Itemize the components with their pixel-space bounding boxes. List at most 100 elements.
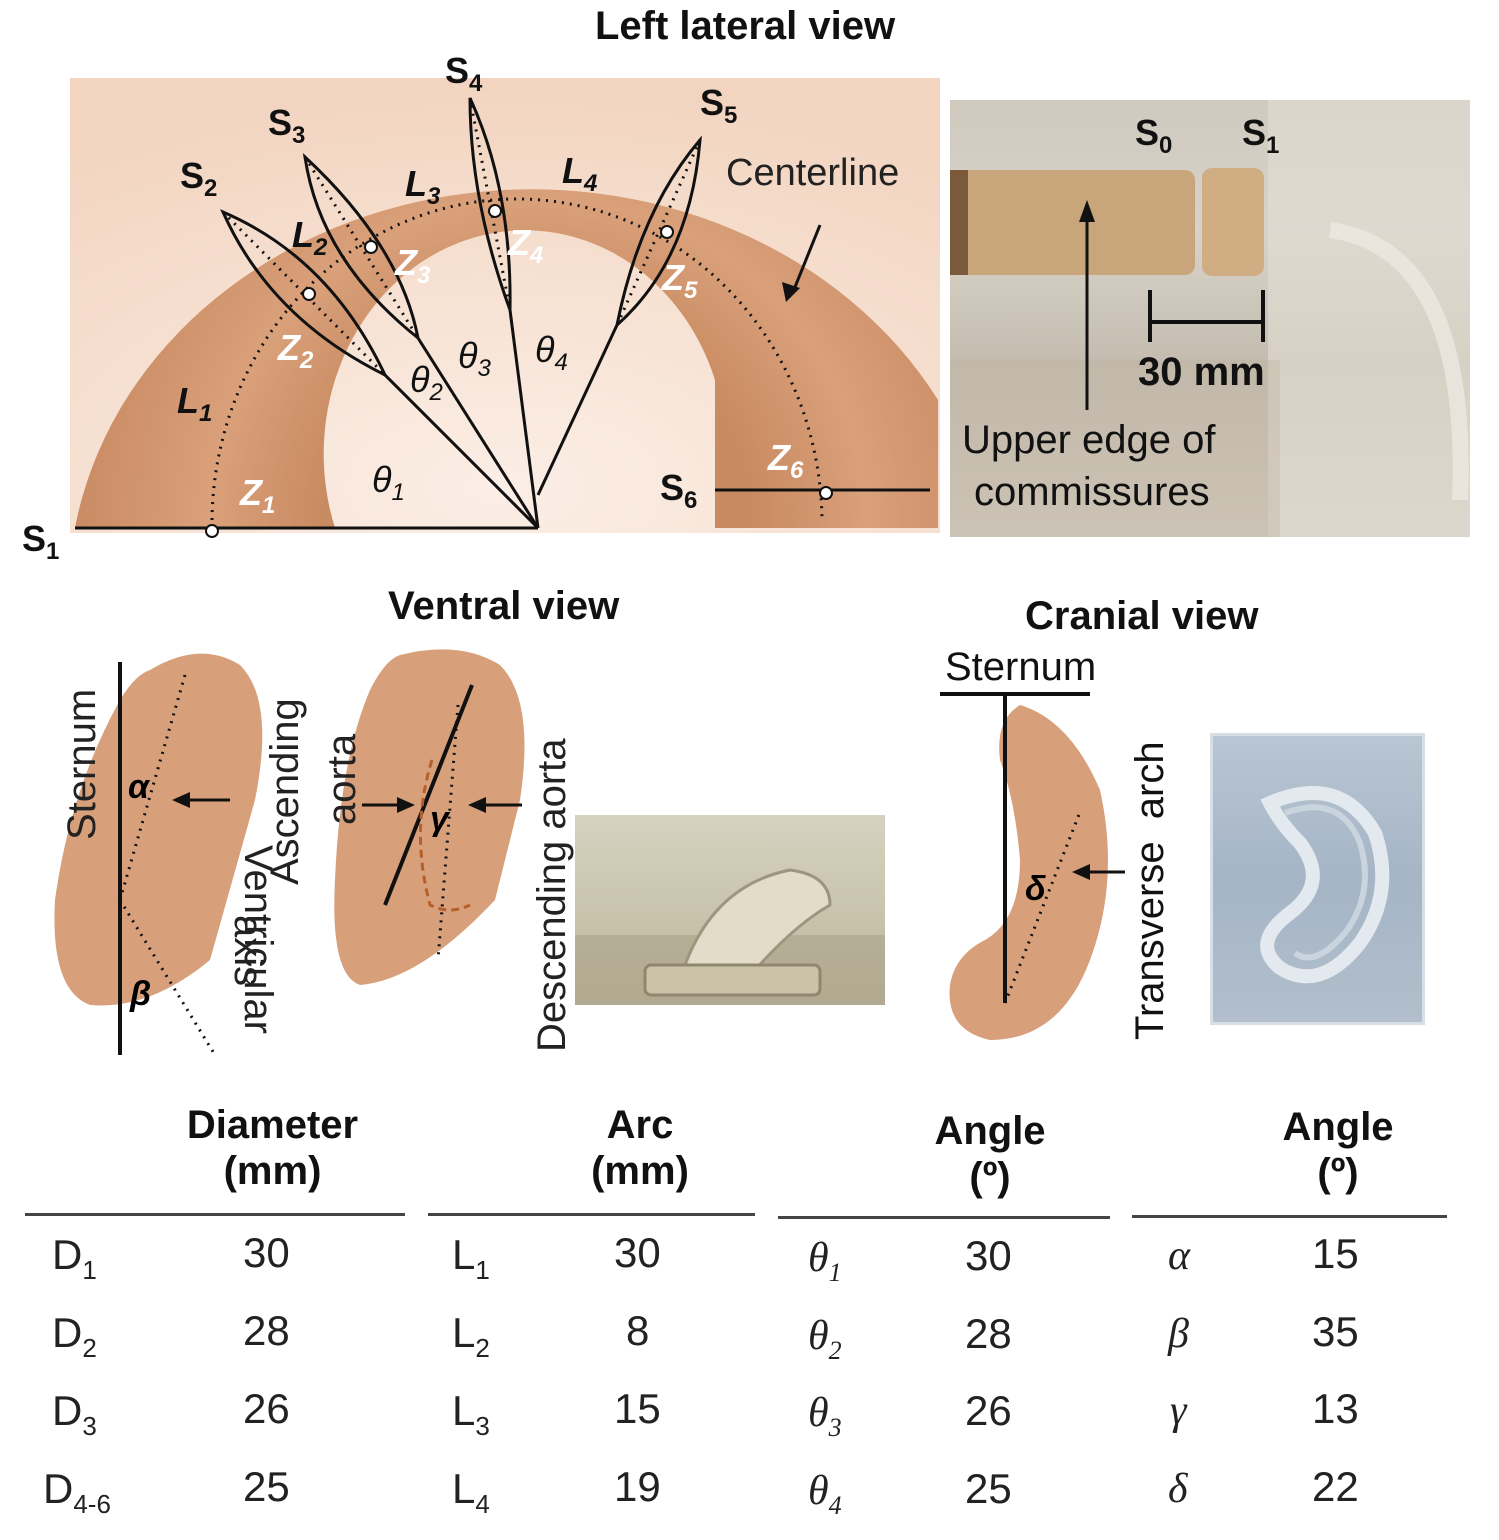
table-row-d3-value: 26 [243,1385,290,1432]
gamma-arrowhead-right [468,797,486,813]
ventral-shape-descending [334,649,525,985]
commissure-arrowhead [1079,200,1095,222]
beta-label: β [129,975,151,1013]
table-row-d1-symbol: D1 [52,1231,97,1286]
header-angle-theta-line1: Angle [934,1109,1046,1153]
axis-label: axis [226,915,270,986]
tube-section-s1 [1202,168,1264,276]
theta-ray-1 [383,373,540,530]
table-row-l2-symbol: L2 [452,1309,490,1364]
table-row-d4-value: 25 [243,1463,290,1510]
cranial-view-diagram: δ [940,692,1125,1040]
label-s1: S1 [22,518,59,565]
gamma-arrowhead-left [397,797,415,813]
ventricular-label: Ventricular [236,845,280,1034]
table-row-theta4-symbol: θ4 [808,1468,842,1520]
base-reflection [950,360,1280,537]
table-row-d4-symbol: D4-6 [43,1465,111,1520]
table-row-l4-symbol: L4 [452,1465,490,1520]
table-row-l1-value: 30 [614,1229,661,1276]
delta-arrowhead [1072,864,1090,880]
theta-ray-4 [536,324,619,496]
table-row-beta-value: 35 [1312,1308,1359,1355]
header-angle-greek-line2: (º) [1317,1151,1359,1195]
point-z1 [205,524,219,538]
table-row-theta1-value: 30 [965,1232,1012,1279]
table-row-gamma-value: 13 [1312,1385,1359,1432]
sternum-label-cranial: Sternum [945,645,1097,689]
lateral-view-diagram: S1 S2 S3 S4 S5 S6 L1 L2 L3 L4 Z1 Z2 Z3 Z… [22,55,940,565]
centerline-label: Centerline [726,152,899,194]
header-angle-theta-line2: (º) [969,1155,1011,1199]
centerline-arrow [791,224,822,293]
descending-outline [418,759,471,912]
table-row-theta3-symbol: θ3 [808,1390,842,1442]
header-arc-line1: Arc [606,1103,674,1147]
parameters-table: Diameter (mm) Arc (mm) Angle (º) Angle (… [0,1100,1499,1540]
cranial-arch-shape [949,705,1108,1040]
tube-end [950,170,968,275]
rule-angle-theta [778,1216,1110,1219]
photo-label-s0: S0S0 [1135,112,1173,160]
point-z4 [488,204,502,218]
table-row-d2-value: 28 [243,1307,290,1354]
point-z5 [660,225,674,239]
alpha-arrowhead [172,792,190,808]
phantom-photo-ventral [575,815,885,1005]
table-row-d3-symbol: D3 [52,1387,97,1442]
alpha-label: α [128,768,151,806]
table-row-theta1-symbol: θ1 [808,1235,842,1287]
phantom-photo-top: S0S0 S1S1 30 mm Upper edge of commissure… [950,100,1470,537]
label-z5: Z5 [661,257,698,304]
phantom-photo-cranial [1210,733,1425,1025]
rule-arc [428,1213,755,1216]
header-arc-line2: (mm) [591,1149,689,1193]
label-l1: L1 [177,380,212,427]
delta-label: δ [1025,870,1046,908]
point-z2 [302,287,316,301]
cranial-photo-arch [1260,786,1390,984]
tube-section-s0 [950,170,1195,275]
table-row-l3-symbol: L3 [452,1387,490,1442]
header-diameter-line2: (mm) [223,1149,322,1193]
transverse-arch-label: Transverse arch [1128,741,1172,1040]
table-row-alpha-value: 15 [1312,1230,1359,1277]
ventral-view-diagram: α β γ Sternum Ascending aorta Descending… [54,649,574,1056]
photo-label-s1: S1S1 [1242,112,1280,160]
header-angle-greek: Angle (º) [1238,1104,1438,1196]
rule-angle-greek [1132,1215,1447,1218]
table-row-theta2-value: 28 [965,1310,1012,1357]
section-s4-lens [468,97,512,311]
ascending-label-2: aorta [320,733,364,825]
theta-ray-3 [508,309,540,529]
header-angle-theta: Angle (º) [890,1108,1090,1200]
acrylic-arch-reflection [1328,222,1469,501]
ventral-photo-tube [682,868,832,972]
table-row-theta4-value: 25 [965,1465,1012,1512]
scale-label: 30 mm [1138,350,1265,394]
ascending-label-1: Ascending [263,698,307,885]
label-s4: S4 [445,55,483,97]
label-theta1: θ1 [372,459,405,506]
sternum-label-ventral: Sternum [60,689,104,840]
commissure-caption-2: commissures [974,470,1210,514]
header-diameter-line1: Diameter [186,1103,359,1147]
table-row-l2-value: 8 [626,1307,650,1354]
point-z6 [819,486,833,500]
cranial-photo-arch-inner [1283,804,1368,961]
table-row-delta-symbol: δ [1168,1466,1188,1512]
label-s2: S2 [180,155,217,202]
table-row-l3-value: 15 [614,1385,661,1432]
header-arc: Arc (mm) [540,1102,740,1194]
header-angle-greek-line1: Angle [1282,1105,1394,1149]
ventral-view-title: Ventral view [388,584,620,628]
rule-diameter [25,1213,405,1216]
ventral-shape-ascending [54,653,263,1006]
centerline-arrowhead [782,282,800,302]
ventral-photo-base [643,963,822,997]
table-row-beta-symbol: β [1168,1311,1189,1357]
descending-label: Descending aorta [530,738,574,1052]
aortic-arch-band [75,189,938,528]
section-s5-lens [614,135,702,330]
dotted-s3 [303,156,420,339]
